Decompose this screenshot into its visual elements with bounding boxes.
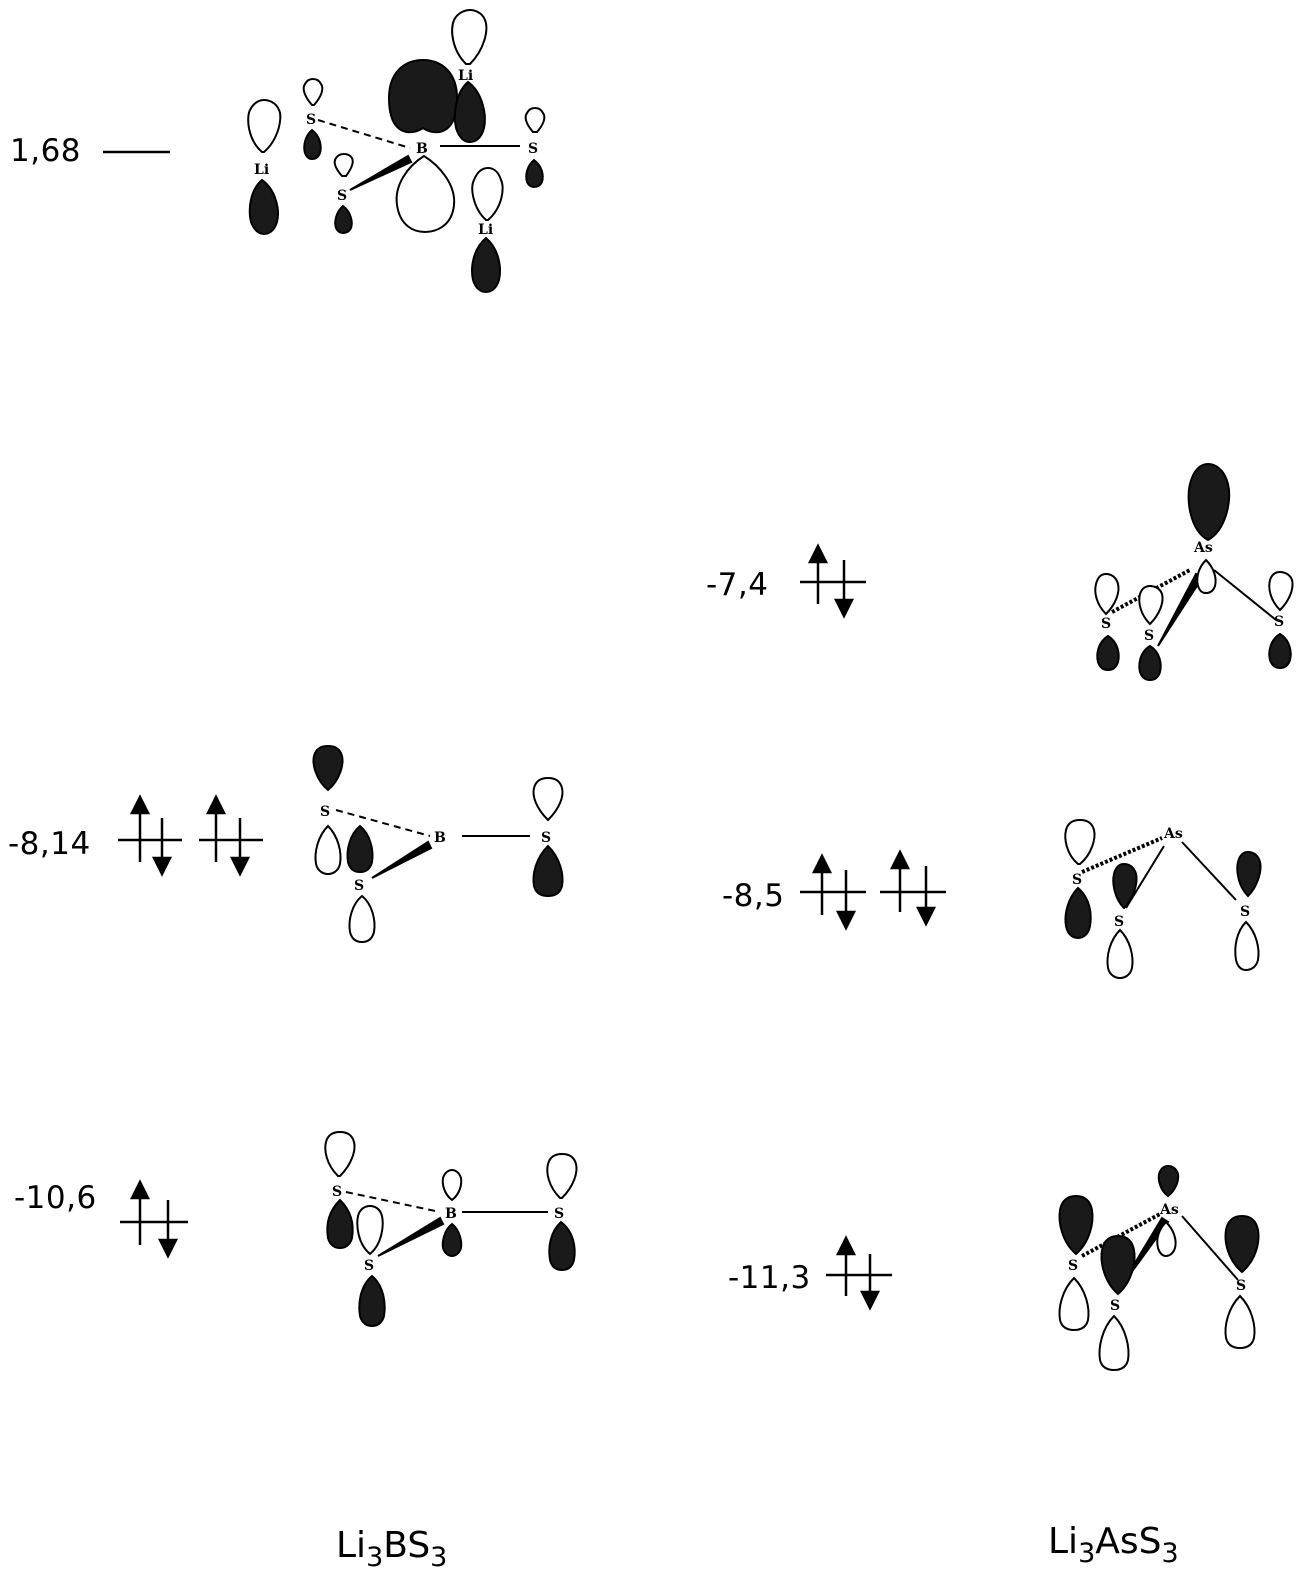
atom-label-s: S [1110,1298,1120,1314]
atom-label-s: S [1274,614,1284,630]
atom-label-s: S [1068,1258,1078,1274]
level-minus-11-3-bar [826,1235,892,1311]
atom-label-s: S [1236,1278,1246,1294]
atom-label-as: As [1163,826,1183,842]
atom-label-s: S [354,878,364,894]
orbital-mo-minus-11-3 [1058,1164,1260,1372]
atom-label-s: S [306,112,316,128]
level-minus-8-5-bars [800,849,946,931]
atom-label-s: S [1114,914,1124,930]
energy-label-minus-8-5: -8,5 [722,878,785,914]
orbital-mo-minus-8-5 [1064,818,1262,980]
atom-label-li: Li [458,68,473,84]
formula-li3bs3: Li3BS3 [336,1525,448,1573]
atom-label-s: S [541,830,551,846]
orbital-mo-minus-8-14-atom-labels: S S S B [320,804,551,894]
atom-label-s: S [320,804,330,820]
atom-label-li: Li [254,162,269,178]
atom-label-s: S [1144,628,1154,644]
orbital-mo-minus-8-5-atom-labels: As S S S [1072,826,1250,930]
orbital-mo-1-68 [247,8,546,294]
level-minus-8-14-bars [118,794,263,877]
energy-label-1-68: 1,68 [10,133,82,169]
orbital-mo-1-68-atom-labels: Li Li Li S S S B [254,68,538,238]
atom-label-s: S [1072,872,1082,888]
atom-label-b: B [416,141,428,157]
orbital-mo-minus-11-3-atom-labels: As S S S [1068,1202,1246,1314]
level-minus-7-4-bar [800,543,866,619]
atom-label-li: Li [478,222,493,238]
orbital-mo-minus-10-6-atom-labels: S S B S [332,1184,564,1274]
atom-label-s: S [332,1184,342,1200]
energy-label-minus-8-14: -8,14 [8,826,91,862]
level-minus-10-6-bar [120,1179,188,1259]
atom-label-s: S [1240,904,1250,920]
atom-label-s: S [1101,616,1111,632]
orbital-mo-minus-10-6 [324,1130,578,1328]
energy-label-minus-11-3: -11,3 [728,1260,811,1296]
orbital-mo-minus-8-14 [312,744,564,944]
atom-label-s: S [364,1258,374,1274]
atom-label-b: B [445,1206,457,1222]
atom-label-as: As [1159,1202,1179,1218]
atom-label-s: S [528,141,538,157]
formula-li3ass3: Li3AsS3 [1048,1521,1179,1569]
orbital-mo-minus-7-4-atom-labels: As S S S [1101,540,1284,644]
atom-label-as: As [1193,540,1213,556]
atom-label-b: B [434,830,446,846]
energy-label-minus-7-4: -7,4 [706,567,769,603]
orbital-mo-minus-7-4 [1094,462,1294,682]
atom-label-s: S [554,1206,564,1222]
energy-label-minus-10-6: -10,6 [14,1180,97,1216]
atom-label-s: S [337,188,347,204]
